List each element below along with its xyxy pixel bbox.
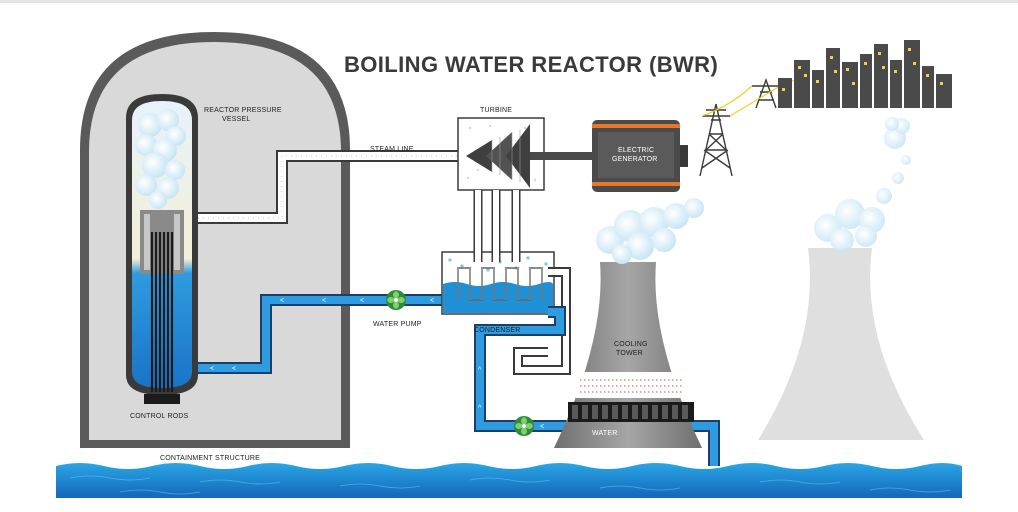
top-edge [0,0,1018,3]
transmission-tower-icon [699,77,780,177]
feedwater-line: < < < < < < [198,294,458,374]
steam-line [198,150,468,224]
water-body [56,463,962,498]
steam-cloud-tower [596,198,704,264]
background-cooling-tower [758,248,924,440]
cooling-tower [554,262,702,448]
svg-text:^: ^ [478,405,482,412]
svg-text:<: < [280,298,284,305]
label-reactor-pressure-vessel-1: REACTOR PRESSURE [204,107,282,114]
label-reactor-pressure-vessel-2: VESSEL [222,116,250,123]
label-containment-structure: CONTAINMENT STRUCTURE [160,455,260,462]
label-steam-line: STEAM LINE [370,146,414,153]
cooling-water-loop: ^ ^ < < [474,267,720,466]
cooling-water-pump-icon [514,416,534,436]
label-cooling-tower-1: COOLING [614,341,648,348]
label-turbine: TURBINE [480,107,512,114]
svg-text:^: ^ [478,367,482,374]
city-windows [782,48,943,91]
turbine [457,117,545,191]
reactor-pressure-vessel [126,94,198,404]
svg-text:<: < [430,298,434,305]
turbine-exhaust-pipes [473,190,521,262]
label-electric-generator-1: ELECTRIC [618,147,654,154]
water-pump-icon [386,290,406,310]
label-water: WATER [592,430,618,437]
steam-cloud-background [814,117,911,252]
city-skyline-icon [778,40,952,108]
containment-structure [80,32,350,448]
turbine-shaft [530,152,592,160]
svg-text:<: < [210,366,214,373]
electric-generator [592,120,688,192]
label-electric-generator-2: GENERATOR [612,156,658,163]
steam-cloud-vessel [135,109,186,209]
svg-text:<: < [232,366,236,373]
svg-text:<: < [360,298,364,305]
label-condenser: CONDENSER [474,327,521,334]
svg-text:<: < [540,424,544,431]
condenser [441,251,555,315]
label-cooling-tower-2: TOWER [616,350,643,357]
label-control-rods: CONTROL RODS [130,413,189,420]
control-rod-drive [144,394,180,404]
diagram-title: BOILING WATER REACTOR (BWR) [344,52,718,77]
label-water-pump: WATER PUMP [373,321,422,328]
svg-text:<: < [322,298,326,305]
control-rods [150,232,174,392]
